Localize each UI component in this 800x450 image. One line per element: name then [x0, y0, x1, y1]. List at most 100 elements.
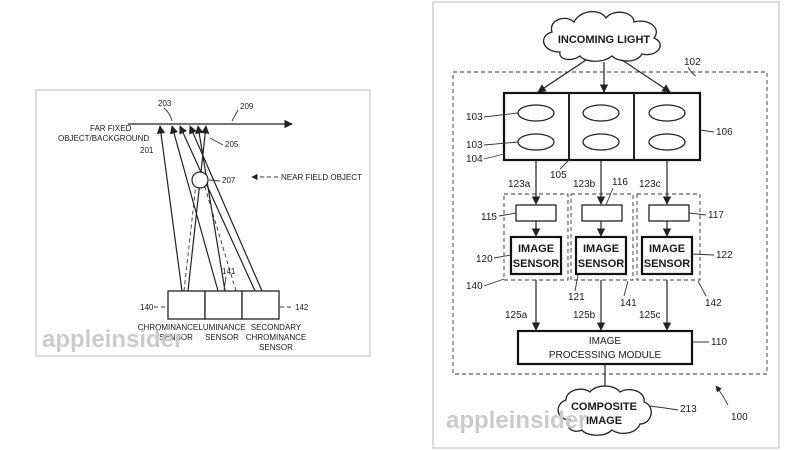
lens: [648, 104, 686, 122]
leader-121: [574, 274, 579, 292]
near-field-object: [191, 171, 209, 189]
leader-117: [688, 212, 707, 216]
filter-117: [648, 204, 690, 222]
leader-116: [605, 187, 614, 206]
leader-141: [223, 276, 227, 291]
ref-141: 141: [222, 267, 236, 276]
leader-207: [208, 179, 221, 182]
ray: [156, 125, 183, 292]
ref-209: 209: [240, 102, 254, 111]
ref-141: 141: [620, 298, 637, 309]
luminance-sensor-label-2: SENSOR: [205, 333, 239, 342]
leader-141: [623, 280, 629, 297]
leader-142: [697, 280, 707, 297]
image-sensor-121-label-2: SENSOR: [578, 258, 625, 270]
right-figure: INCOMING LIGHT 102 103 103 104 106 105: [432, 1, 780, 449]
lens: [517, 104, 555, 122]
dashed-ray: [203, 183, 237, 292]
processing-module-label-1: IMAGE: [589, 336, 622, 347]
incoming-light-cloud: [542, 11, 661, 62]
near-field-label: NEAR FIELD OBJECT: [281, 173, 362, 182]
ref-123c: 123c: [639, 179, 661, 190]
dashed-ray: [183, 183, 197, 292]
image-sensor-120-label-1: IMAGE: [518, 243, 554, 255]
ref-205: 205: [225, 140, 239, 149]
leader-100: [715, 385, 729, 406]
ref-201: 201: [140, 146, 154, 155]
ref-103-top: 103: [466, 112, 483, 123]
sensor-module-141: [570, 193, 634, 281]
right-figure-frame: [432, 1, 780, 449]
light-rays: [156, 125, 263, 292]
ref-103-bottom: 103: [466, 140, 483, 151]
leader-102: [687, 66, 697, 77]
leader-103-bottom: [483, 141, 519, 146]
image-sensor-121: [574, 235, 628, 276]
far-object-label-1: FAR FIXED: [90, 124, 132, 133]
ref-207: 207: [222, 176, 236, 185]
ref-105: 105: [550, 170, 567, 181]
filter-115: [515, 204, 557, 222]
ref-106: 106: [716, 127, 733, 138]
incoming-light-label: INCOMING LIGHT: [558, 34, 651, 46]
leader-209: [231, 109, 239, 122]
leader-205: [209, 137, 224, 146]
sensor-module-142: [636, 193, 701, 281]
light-arrow: [537, 59, 587, 93]
ray: [169, 125, 219, 292]
left-watermark: appleinsider: [42, 326, 183, 353]
leader-105: [559, 159, 570, 170]
ref-120: 120: [476, 254, 493, 265]
ref-142: 142: [705, 298, 722, 309]
ref-102: 102: [684, 57, 701, 68]
ref-125c: 125c: [639, 310, 661, 321]
image-sensor-120: [509, 235, 563, 276]
ref-117: 117: [708, 210, 724, 221]
secondary-sensor-label-2: CHROMINANCE: [246, 333, 306, 342]
image-sensor-122: [640, 235, 694, 276]
image-sensor-122-label-2: SENSOR: [644, 258, 691, 270]
ray: [189, 125, 263, 292]
right-watermark: appleinsider: [446, 407, 587, 434]
secondary-chrominance-sensor: [241, 290, 280, 320]
ref-203: 203: [158, 99, 172, 108]
luminance-sensor-label-1: LUMINANCE: [198, 323, 245, 332]
ref-142: 142: [295, 303, 309, 312]
image-sensor-120-label-2: SENSOR: [513, 258, 560, 270]
ref-140: 140: [466, 281, 483, 292]
lens: [517, 133, 555, 151]
chrominance-sensor-label-2: SENSOR: [159, 333, 193, 342]
composite-image-label-2: IMAGE: [586, 415, 622, 427]
leader-213: [649, 405, 679, 411]
ref-115: 115: [481, 212, 497, 223]
light-arrow: [621, 59, 671, 93]
leader-103-top: [483, 112, 519, 118]
left-figure: FAR FIXED OBJECT/BACKGROUND 203 209 201 …: [35, 89, 371, 357]
processing-module-label-2: PROCESSING MODULE: [549, 350, 662, 361]
composite-image-cloud: [557, 385, 652, 436]
ref-122: 122: [716, 250, 733, 261]
ray: [179, 125, 256, 292]
image-sensor-121-label-1: IMAGE: [583, 243, 619, 255]
leader-104: [483, 153, 505, 160]
image-sensor-122-label-1: IMAGE: [649, 243, 685, 255]
chrominance-sensor: [167, 290, 206, 320]
far-object-label-2: OBJECT/BACKGROUND: [58, 134, 149, 143]
ref-116: 116: [612, 177, 628, 188]
leader-106: [699, 129, 715, 133]
luminance-sensor: [204, 290, 243, 320]
ref-123a: 123a: [508, 179, 531, 190]
ref-125a: 125a: [505, 310, 528, 321]
ref-100: 100: [731, 412, 748, 423]
lens: [648, 133, 686, 151]
ref-125b: 125b: [573, 310, 596, 321]
filter-116: [581, 204, 623, 222]
ref-140: 140: [140, 303, 154, 312]
ref-104: 104: [466, 154, 483, 165]
leader-120: [493, 254, 512, 259]
leader-203: [163, 107, 173, 122]
system-boundary: [452, 71, 768, 375]
leader-140: [483, 278, 505, 287]
composite-image-label-1: COMPOSITE: [571, 401, 637, 413]
